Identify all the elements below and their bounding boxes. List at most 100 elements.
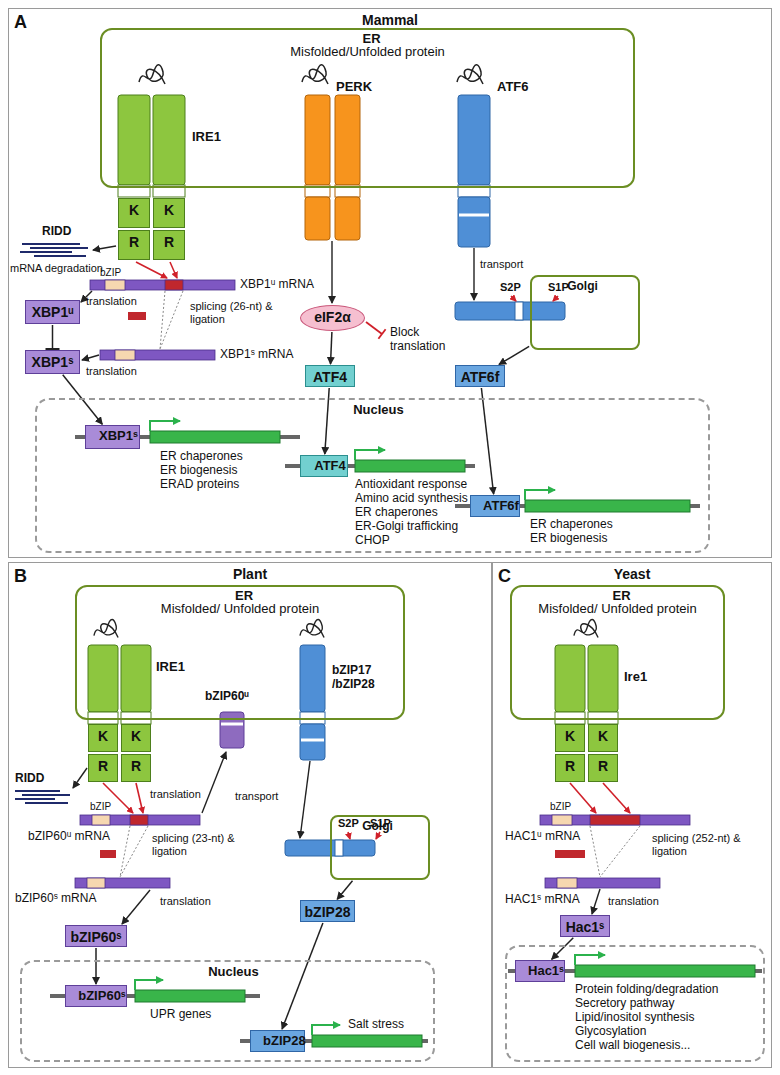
pathway-arrow	[122, 890, 150, 924]
protein-box: XBP1ˢ	[25, 350, 80, 374]
atf6-protein	[455, 302, 565, 320]
text-label: XBP1ᵘ mRNA	[240, 278, 314, 292]
text-label: Block translation	[390, 326, 460, 354]
domain-box: K	[588, 724, 618, 752]
mrna-bar	[90, 280, 235, 290]
cleavage-arrow	[376, 832, 380, 839]
domain-box: K	[118, 198, 150, 228]
atf6-protein	[515, 302, 523, 320]
target-gene	[150, 431, 280, 443]
unfolded-protein	[302, 65, 328, 84]
box-label: R	[119, 234, 149, 250]
mrna-bar	[165, 280, 183, 290]
connector-line	[337, 881, 352, 899]
text-label: S1P	[370, 817, 391, 830]
ire1-protein	[88, 712, 118, 724]
unfolded-protein	[300, 620, 324, 638]
ire1-protein	[121, 645, 151, 712]
connector-line	[481, 388, 493, 494]
text-label: HAC1ᵘ mRNA	[505, 830, 580, 844]
er-compartment: ERMisfolded/ Unfolded protein	[510, 585, 725, 720]
text-label: HAC1ˢ mRNA	[505, 893, 580, 907]
target-gene	[525, 500, 690, 512]
region-label: Nucleus	[34, 965, 433, 1056]
region-label: Golgi	[532, 280, 633, 346]
domain-box: K	[121, 724, 151, 752]
domain-box: K	[555, 724, 585, 752]
text-label: Secretory pathway	[575, 997, 674, 1011]
box-label: R	[589, 758, 617, 774]
excised-intron	[128, 312, 146, 320]
ire1-protein	[588, 645, 618, 712]
mrna-bar	[75, 878, 170, 888]
protein-box: bZIP28	[250, 1030, 305, 1052]
text-label: Glycosylation	[575, 1025, 646, 1039]
atf6-protein	[300, 712, 325, 724]
domain-box: R	[121, 754, 151, 782]
box-label: XBP1ˢ	[26, 354, 79, 370]
mrna-bar	[80, 815, 200, 825]
connector-line	[499, 346, 529, 364]
domain-box: R	[118, 230, 150, 260]
mrna-bar	[130, 815, 148, 825]
protein-box: ATF4	[300, 455, 348, 477]
arrow-connector	[282, 923, 323, 1029]
box-label: K	[89, 728, 117, 744]
cleavage-arrow	[603, 783, 630, 813]
pathway-arrow	[73, 241, 600, 924]
ire1-protein	[153, 95, 185, 185]
domain-box: R	[555, 754, 585, 782]
protein-box: Hac1ˢ	[515, 960, 565, 982]
box-label: bZIP28	[301, 904, 354, 920]
rna-fragments	[25, 802, 68, 804]
connector-line	[552, 938, 574, 960]
mrna-bar	[100, 350, 215, 360]
region-label: Mammal	[9, 12, 771, 28]
atf6-protein	[458, 95, 490, 185]
unfolded-protein	[94, 620, 118, 638]
ire1-protein	[588, 712, 618, 724]
protein-box: ATF6f	[470, 495, 520, 517]
golgi-compartment: Golgi	[530, 275, 640, 350]
unfolded-protein	[574, 620, 598, 638]
mrna-bar	[92, 815, 110, 825]
unfolded-protein	[457, 65, 483, 84]
box-label: ATF6f	[456, 369, 504, 385]
rna-fragments	[15, 798, 55, 800]
connector-line	[282, 923, 323, 1029]
protein-box: XBP1ᵘ	[25, 300, 80, 324]
panel-letter: C	[498, 566, 511, 587]
mrna-bar	[75, 280, 690, 888]
mrna-bar	[105, 280, 125, 290]
perk-protein	[335, 95, 360, 185]
text-label: transport	[235, 790, 278, 803]
rna-fragments	[15, 790, 60, 792]
text-label: Cell wall biogenesis...	[575, 1039, 690, 1053]
protein-oval: eIF2α	[300, 305, 365, 331]
text-label: bZIP60ᵘ mRNA	[28, 830, 110, 844]
rna-fragments	[20, 251, 72, 253]
text-label: mRNA degradation	[10, 262, 103, 275]
bzip60-protein	[220, 712, 244, 748]
er-compartment: ERMisfolded/Unfolded protein	[100, 28, 635, 188]
atf6-protein	[335, 840, 343, 856]
box-label: ATF4	[313, 459, 347, 472]
ire1-protein	[555, 712, 585, 724]
box-label: R	[122, 758, 150, 774]
text-label: ER chaperones	[355, 506, 438, 520]
text-label: bZIP60ˢ mRNA	[15, 892, 96, 906]
connector-line	[331, 332, 332, 364]
text-label: translation	[150, 788, 201, 801]
region-label: Misfolded/Unfolded protein	[102, 45, 633, 60]
protein-box: ATF4	[305, 365, 355, 387]
arrow-connector	[552, 938, 574, 960]
inhibition-connector	[46, 325, 60, 349]
arrow-connector	[331, 332, 332, 364]
text-label: bZIP	[90, 801, 111, 813]
splice-junction-line	[590, 826, 640, 877]
splice-junction-line	[160, 291, 183, 349]
text-label: RIDD	[15, 772, 44, 786]
inhibition-line	[378, 329, 385, 339]
protein-box: Hac1ˢ	[560, 915, 610, 937]
